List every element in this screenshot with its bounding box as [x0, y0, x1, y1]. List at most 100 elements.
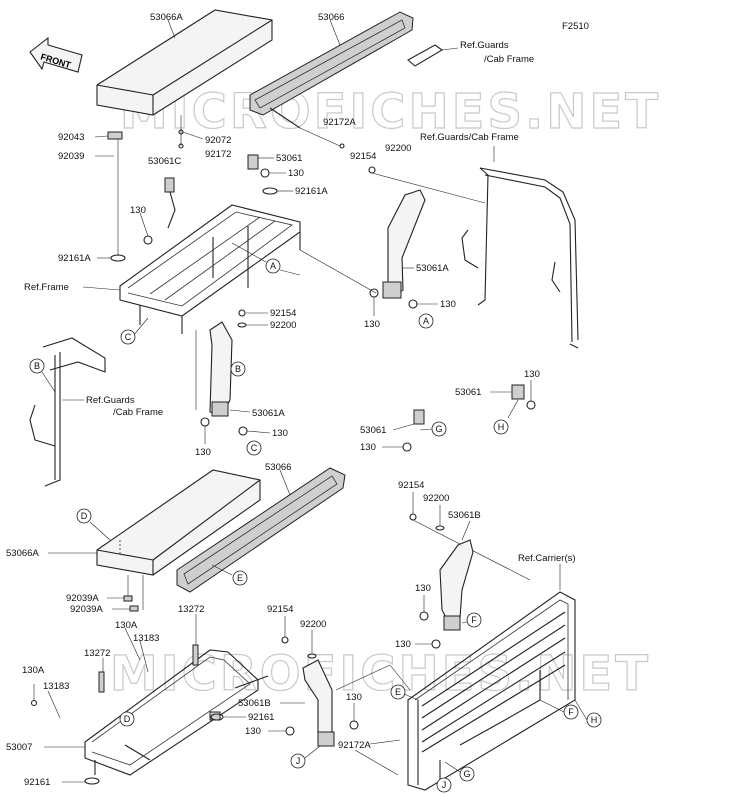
callout-a-2: A	[418, 313, 434, 329]
label-ref-guards-cab-2a: Ref.Guards	[86, 395, 135, 406]
callout-h-1: H	[493, 419, 509, 435]
callout-f-2: F	[563, 704, 579, 720]
label-130a-2: 130A	[22, 665, 45, 676]
label-92039: 92039	[58, 151, 84, 162]
label-53007: 53007	[6, 742, 32, 753]
label-92200-top: 92200	[385, 143, 411, 154]
seat-belt-53061b-bottom	[302, 659, 335, 747]
svg-text:J: J	[296, 756, 301, 766]
cab-frame-left	[29, 337, 106, 487]
label-130-bf1: 130	[415, 583, 431, 594]
svg-text:F: F	[471, 615, 477, 625]
label-130-mid2: 130	[195, 447, 211, 458]
label-53061a-right: 53061A	[416, 263, 449, 274]
label-53061-g: 53061	[360, 425, 386, 436]
buckle-53061-top	[247, 154, 259, 170]
bracket-92043	[107, 131, 123, 140]
seat-belt-53061b-right	[439, 539, 474, 631]
label-130-bf2: 130	[395, 639, 411, 650]
callout-b-2: B	[29, 358, 45, 374]
label-92161-bm: 92161	[248, 712, 274, 723]
label-ref-guards-cab-right: Ref.Guards/Cab Frame	[420, 132, 519, 143]
buckle-53061-g	[413, 409, 425, 425]
label-130-a: 130	[130, 205, 146, 216]
label-53061b-br: 53061B	[448, 510, 481, 521]
label-53061-mid-right: 53061	[455, 387, 481, 398]
seat-frame-top	[119, 204, 301, 334]
callout-h-2: H	[586, 712, 602, 728]
seat-belt-53061c	[164, 177, 176, 229]
svg-text:B: B	[34, 361, 40, 371]
label-130-top: 130	[288, 168, 304, 179]
label-92072: 92072	[205, 135, 231, 146]
label-53061b-bm: 53061B	[238, 698, 271, 709]
label-92039a-1: 92039A	[66, 593, 99, 604]
svg-text:G: G	[463, 769, 470, 779]
label-92161a-top: 92161A	[295, 186, 328, 197]
svg-text:E: E	[395, 687, 401, 697]
svg-text:J: J	[442, 780, 447, 790]
svg-text:C: C	[125, 332, 132, 342]
backrest-bottom	[176, 467, 346, 593]
callout-b-1: B	[230, 361, 246, 377]
svg-text:A: A	[423, 316, 429, 326]
label-92161a-left: 92161A	[58, 253, 91, 264]
svg-text:H: H	[591, 715, 598, 725]
label-ref-carriers: Ref.Carrier(s)	[518, 553, 576, 564]
label-53066-bottom: 53066	[265, 462, 291, 473]
label-53061c: 53061C	[148, 156, 181, 167]
label-92161-bl: 92161	[24, 777, 50, 788]
seat-cushion-bottom	[96, 469, 261, 576]
front-arrow-icon: FRONT	[29, 36, 83, 73]
svg-text:F: F	[568, 707, 574, 717]
label-53061-top: 53061	[276, 153, 302, 164]
label-92172-a: 92172	[205, 149, 231, 160]
svg-text:E: E	[237, 573, 243, 583]
label-53066-top: 53066	[318, 12, 344, 23]
label-130-left: 130	[364, 319, 380, 330]
cab-frame-right	[461, 146, 579, 349]
svg-text:D: D	[81, 511, 88, 521]
callout-g-1: G	[431, 421, 447, 437]
callout-c-1: C	[120, 329, 136, 345]
callout-d-2: D	[119, 711, 135, 727]
label-130-bm: 130	[245, 726, 261, 737]
label-92154-top: 92154	[350, 151, 376, 162]
label-92172a-bm: 92172A	[338, 740, 371, 751]
callout-e-2: E	[390, 684, 406, 700]
backrest-top	[249, 11, 414, 147]
callout-d-1: D	[76, 508, 92, 524]
label-92039a-2: 92039A	[70, 604, 103, 615]
label-53066a-bottom: 53066A	[6, 548, 39, 559]
svg-text:B: B	[235, 364, 241, 374]
label-92154-bm: 92154	[267, 604, 293, 615]
label-130-g: 130	[360, 442, 376, 453]
svg-text:G: G	[435, 424, 442, 434]
label-13183-1: 13183	[133, 633, 159, 644]
seat-belt-53061a-mid	[209, 321, 233, 417]
callout-j-1: J	[290, 753, 306, 769]
label-13272-1: 13272	[178, 604, 204, 615]
label-92154-mid: 92154	[270, 308, 296, 319]
svg-text:C: C	[251, 443, 258, 453]
label-130-bm2: 130	[346, 692, 362, 703]
label-ref-guards-cab-2b: /Cab Frame	[113, 407, 163, 418]
seat-belt-53061a-right	[382, 189, 426, 299]
carrier-frame	[407, 591, 576, 791]
label-13183-2: 13183	[43, 681, 69, 692]
seat-frame-bottom	[84, 649, 269, 776]
callout-c-2: C	[246, 440, 262, 456]
label-92200-mid: 92200	[270, 320, 296, 331]
svg-text:A: A	[270, 261, 276, 271]
label-53066a-top: 53066A	[150, 12, 183, 23]
callout-a-1: A	[265, 258, 281, 274]
label-ref-frame: Ref.Frame	[24, 282, 69, 293]
svg-text:D: D	[124, 714, 131, 724]
watermark-bottom: MICROFICHES.NET	[110, 646, 651, 702]
label-13272-2: 13272	[84, 648, 110, 659]
label-130-right: 130	[440, 299, 456, 310]
label-130-h: 130	[524, 369, 540, 380]
seat-cushion-top	[96, 9, 273, 116]
figure-code: F2510	[562, 21, 589, 32]
